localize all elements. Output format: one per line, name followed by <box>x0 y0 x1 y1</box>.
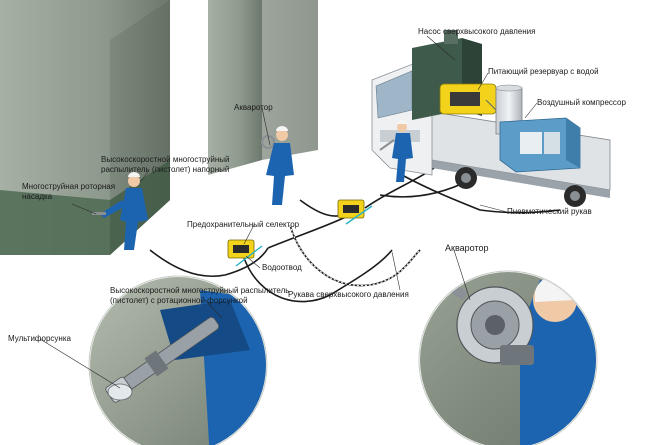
pneumatic-hose-dashed <box>289 224 421 287</box>
label-selector: Предохранительный селектор <box>187 220 300 229</box>
label-gun-line1: Высокоскоростной многоструйный <box>101 155 230 164</box>
label-multinozzle: Мультифорсунка <box>8 334 71 343</box>
worker-figure-right <box>379 120 413 182</box>
label-rot-gun-line2: (пистолет) с ротационной форсункой <box>110 296 248 305</box>
label-tank: Питающий резервуар с водой <box>488 67 599 76</box>
worker-figure-left <box>92 172 148 250</box>
label-nozzle-line1: Многоструйная роторная <box>22 182 116 191</box>
label-hp-hoses: Рукава сверхвысокого давления <box>288 290 409 299</box>
wall-middle <box>208 0 318 175</box>
label-aquarotor-top: Акваротор <box>234 103 273 112</box>
pump-unit <box>412 30 497 120</box>
zoom-circle-right <box>418 270 598 445</box>
selector-box-2 <box>227 239 263 267</box>
label-pump: Насос сверхвысокого давления <box>418 27 536 36</box>
label-gun-line2: распылитель (пистолет) напорный <box>101 165 230 174</box>
label-drain: Водоотвод <box>262 263 302 272</box>
label-pneumatic-hose: Пневмотический рукав <box>507 207 592 216</box>
label-compressor: Воздушный компрессор <box>537 98 626 107</box>
label-nozzle-line2: насадка <box>22 192 53 201</box>
leader-lines <box>39 35 538 389</box>
label-rot-gun-line1: Высокоскоростной многоструйный распылите… <box>110 286 290 295</box>
selector-box-1 <box>337 199 373 225</box>
compressor-unit <box>499 117 581 173</box>
label-aquarotor-circle: Акваротор <box>445 243 489 253</box>
